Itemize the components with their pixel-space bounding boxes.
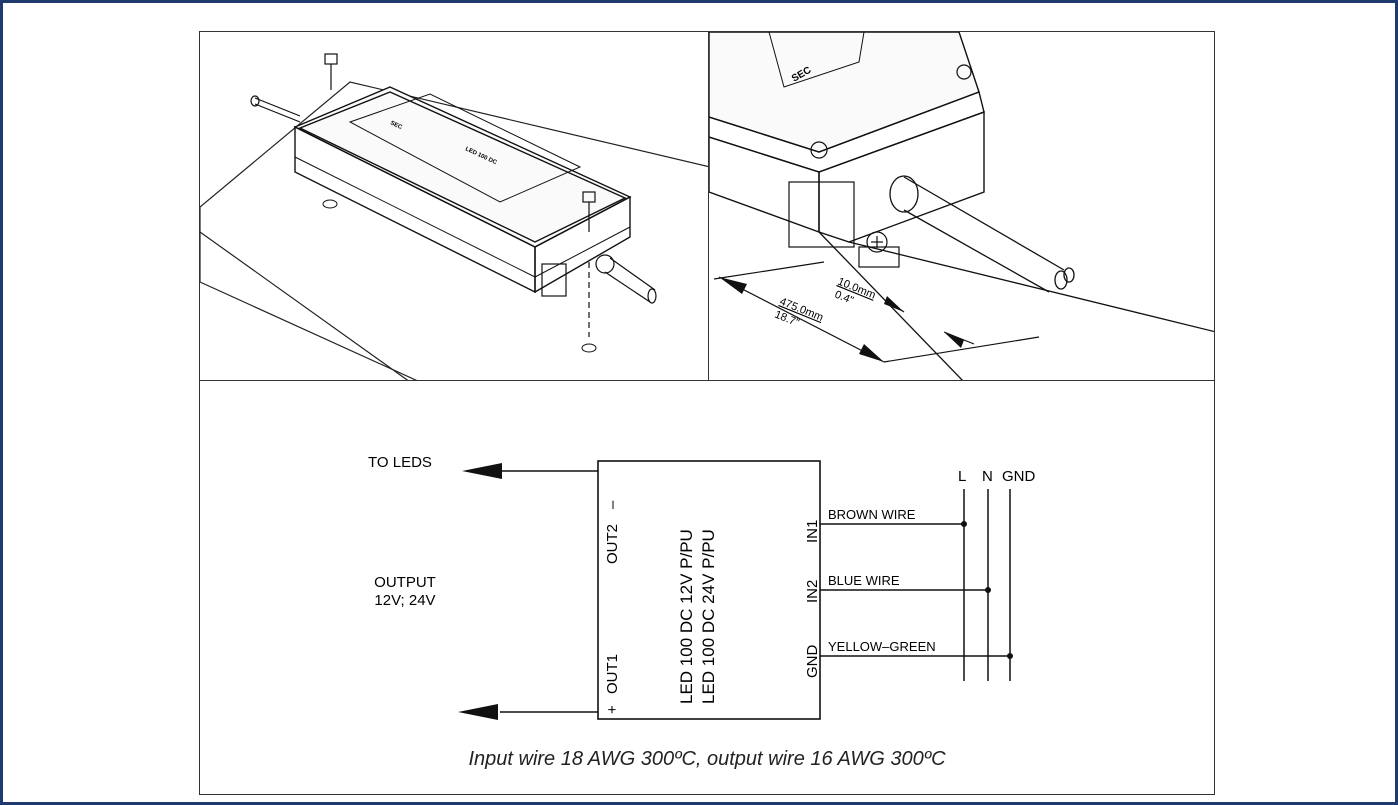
- junction-dot: [1007, 653, 1013, 659]
- dimension-arrow: [859, 344, 884, 362]
- yellow-green-label: YELLOW–GREEN: [828, 639, 936, 654]
- line-l-label: L: [958, 468, 966, 485]
- cable-right: [595, 254, 657, 304]
- out1-arrow: [458, 704, 498, 720]
- to-leds-label: TO LEDS: [368, 454, 432, 471]
- panel-wiring-diagram: TO LEDS OUTPUT 12V; 24V – OUT2 OUT1 + LE…: [199, 380, 1215, 795]
- junction-dot: [985, 587, 991, 593]
- out1-sign: +: [604, 705, 621, 714]
- blue-wire-label: BLUE WIRE: [828, 573, 900, 588]
- wire-spec-caption: Input wire 18 AWG 300ºC, output wire 16 …: [468, 748, 946, 770]
- driver-housing: [293, 86, 632, 294]
- in2-label: IN2: [804, 580, 821, 603]
- gnd-terminal-label: GND: [804, 645, 821, 679]
- housing-label-brand: SEC: [389, 120, 403, 131]
- mount-foot: [541, 263, 567, 297]
- dimension-arrow: [719, 277, 747, 294]
- to-leds-arrow: [462, 463, 502, 479]
- brown-wire-label: BROWN WIRE: [828, 507, 916, 522]
- junction-dot: [961, 521, 967, 527]
- housing-closeup: [709, 32, 985, 243]
- output-cable: [818, 175, 1214, 380]
- out2-label: OUT2: [604, 524, 621, 564]
- line-n-label: N: [982, 468, 993, 485]
- out2-sign: –: [604, 500, 621, 509]
- isometric-drawing: LED 100 DC SEC: [200, 53, 708, 380]
- line-gnd-label: GND: [1002, 468, 1036, 485]
- out1-label: OUT1: [604, 654, 621, 694]
- screw-icon: [810, 64, 972, 253]
- cable-left: [250, 95, 301, 123]
- mount-hole: [322, 199, 338, 209]
- closeup-drawing: SEC 10.0mm 0.4" 475.0mm 18.7": [709, 32, 1214, 380]
- plate-edge: [200, 231, 409, 380]
- panel-top-right-closeup: SEC 10.0mm 0.4" 475.0mm 18.7": [708, 31, 1215, 381]
- model-label-12v: LED 100 DC 12V P/PU: [677, 529, 696, 704]
- panel-top-left-isometric: LED 100 DC SEC: [199, 31, 709, 381]
- dimension-arrow: [884, 296, 904, 312]
- output-voltages: 12V; 24V: [374, 592, 435, 609]
- in1-label: IN1: [804, 520, 821, 543]
- dimension-arrow: [944, 332, 964, 348]
- screw-icon: [324, 53, 596, 337]
- output-title: OUTPUT: [374, 574, 436, 591]
- driver-box: [597, 460, 821, 720]
- mount-foot: [788, 181, 900, 268]
- model-label-24v: LED 100 DC 24V P/PU: [699, 529, 718, 704]
- mounting-plate: [200, 81, 708, 380]
- mount-hole: [581, 343, 597, 353]
- wiring-diagram: TO LEDS OUTPUT 12V; 24V – OUT2 OUT1 + LE…: [368, 454, 1036, 720]
